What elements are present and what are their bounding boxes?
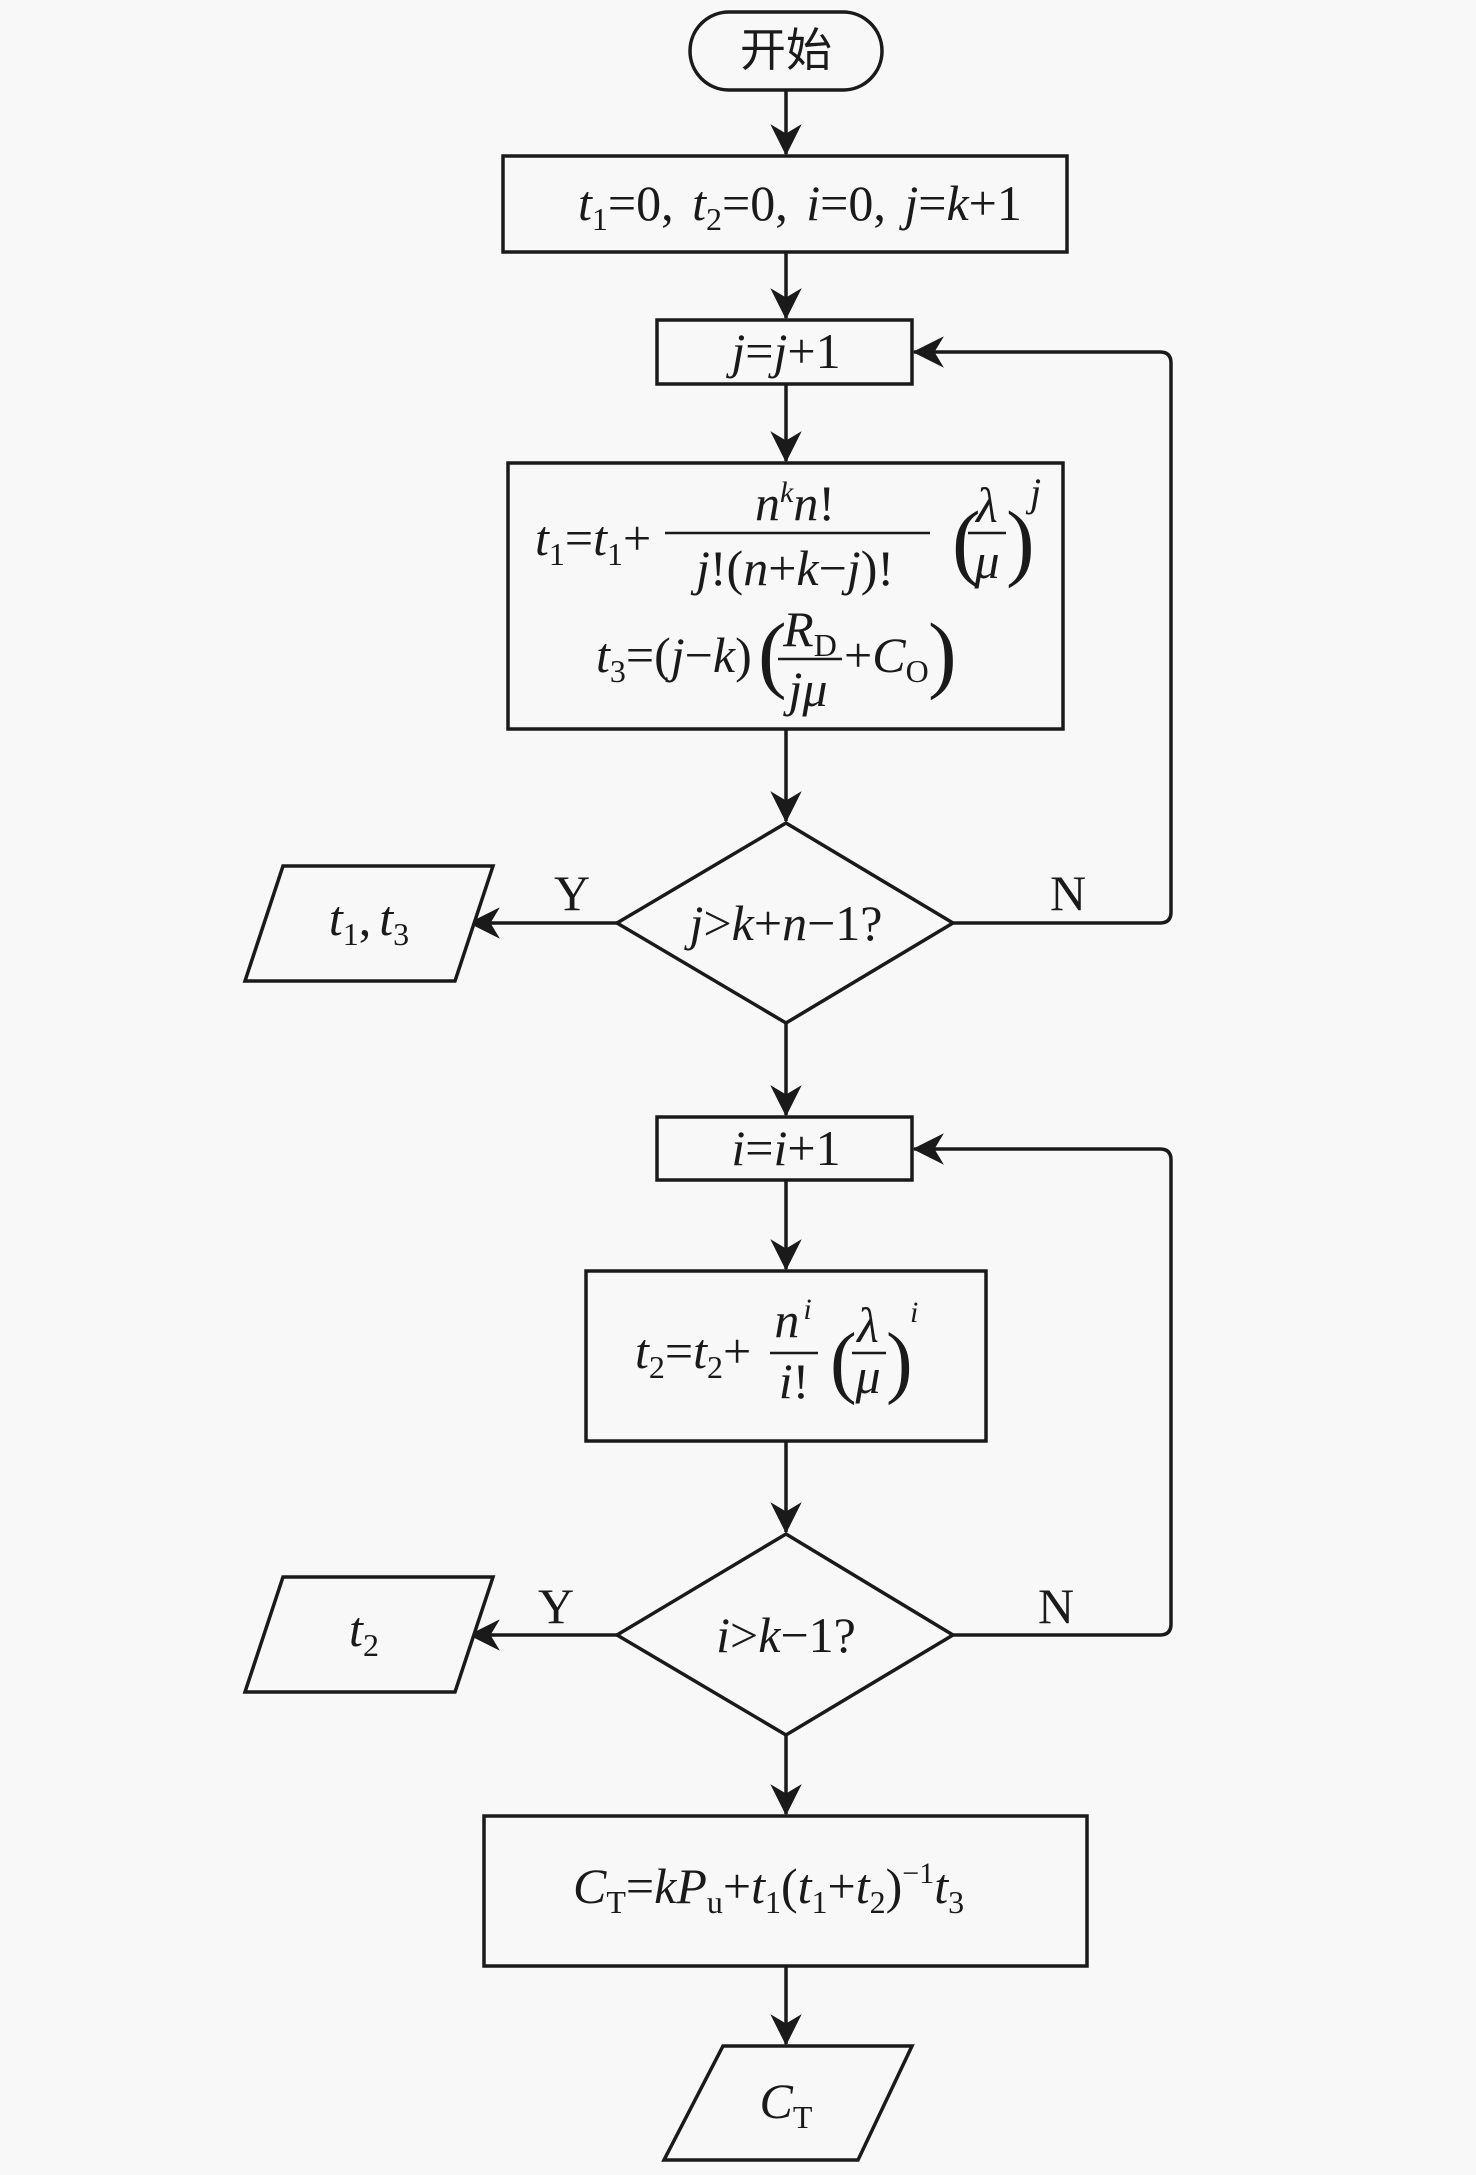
t2-lhs: t2=t2+ — [635, 1323, 751, 1385]
increment-i-label: i=i+1 — [731, 1120, 840, 1176]
output-t1-t3: t1,t3 — [242, 864, 496, 983]
mu: μ — [973, 533, 999, 589]
mu-2: μ — [854, 1348, 880, 1404]
lambda: λ — [974, 477, 998, 533]
R-D: RD — [782, 601, 837, 663]
connectors — [468, 90, 1173, 2046]
t2-denominator: i! — [779, 1353, 810, 1409]
exponent-i: i — [910, 1296, 918, 1329]
calc-t1-t3-box: t1=t1+ nkn! j!(n+k−j)! ( λ μ ) j t3=(j−k… — [506, 461, 1065, 731]
paren-left-3: ( — [830, 1318, 857, 1406]
paren-left: ( — [952, 493, 981, 589]
yes-label-1: Y — [554, 865, 590, 921]
init-box: t1=0, t2=0, i=0, j=k+1 — [501, 154, 1069, 254]
start-label: 开始 — [740, 23, 832, 77]
edge-condi-no-loop — [912, 1133, 1173, 1637]
output-t2-label: t2 — [349, 1601, 379, 1663]
exponent-j: j — [1025, 470, 1041, 515]
decision-j: j>k+n−1? — [613, 820, 957, 1026]
j-mu: jμ — [782, 661, 827, 717]
t3-lhs: t3=(j−k) — [596, 627, 752, 689]
t1-denominator: j!(n+k−j)! — [690, 540, 894, 596]
calc-ct-label: CT=kPu+t1(t1+t2)−1t3 — [573, 1857, 964, 1920]
calc-ct-box: CT=kPu+t1(t1+t2)−1t3 — [482, 1814, 1089, 1968]
paren-right-3: ) — [886, 1318, 913, 1406]
increment-j-label: j=j+1 — [725, 323, 840, 379]
paren-right: ) — [1006, 493, 1035, 589]
no-label-1: N — [1050, 865, 1086, 921]
lambda-2: λ — [855, 1297, 879, 1353]
start-terminal: 开始 — [688, 10, 884, 92]
decision-i: i>k−1? — [613, 1531, 957, 1738]
yes-label-2: Y — [538, 1578, 574, 1634]
plus-C-O: +CO — [844, 627, 929, 689]
output-t1-t3-label: t1,t3 — [329, 890, 409, 952]
edge-condj-no-loop — [912, 336, 1173, 925]
decision-j-label: j>k+n−1? — [684, 895, 883, 951]
increment-j-box: j=j+1 — [655, 318, 914, 386]
init-label: t1=0, t2=0, i=0, j=k+1 — [578, 175, 1022, 237]
increment-i-box: i=i+1 — [655, 1115, 914, 1182]
output-ct-label: CT — [760, 2073, 813, 2135]
decision-i-label: i>k−1? — [716, 1607, 856, 1663]
paren-left-2: ( — [758, 605, 787, 701]
output-t2: t2 — [242, 1575, 496, 1694]
t1-lhs: t1=t1+ — [535, 510, 651, 572]
paren-right-2: ) — [928, 605, 957, 701]
t1-numerator: nkn! — [755, 475, 835, 531]
no-label-2: N — [1038, 1578, 1074, 1634]
output-ct: CT — [661, 2044, 915, 2162]
